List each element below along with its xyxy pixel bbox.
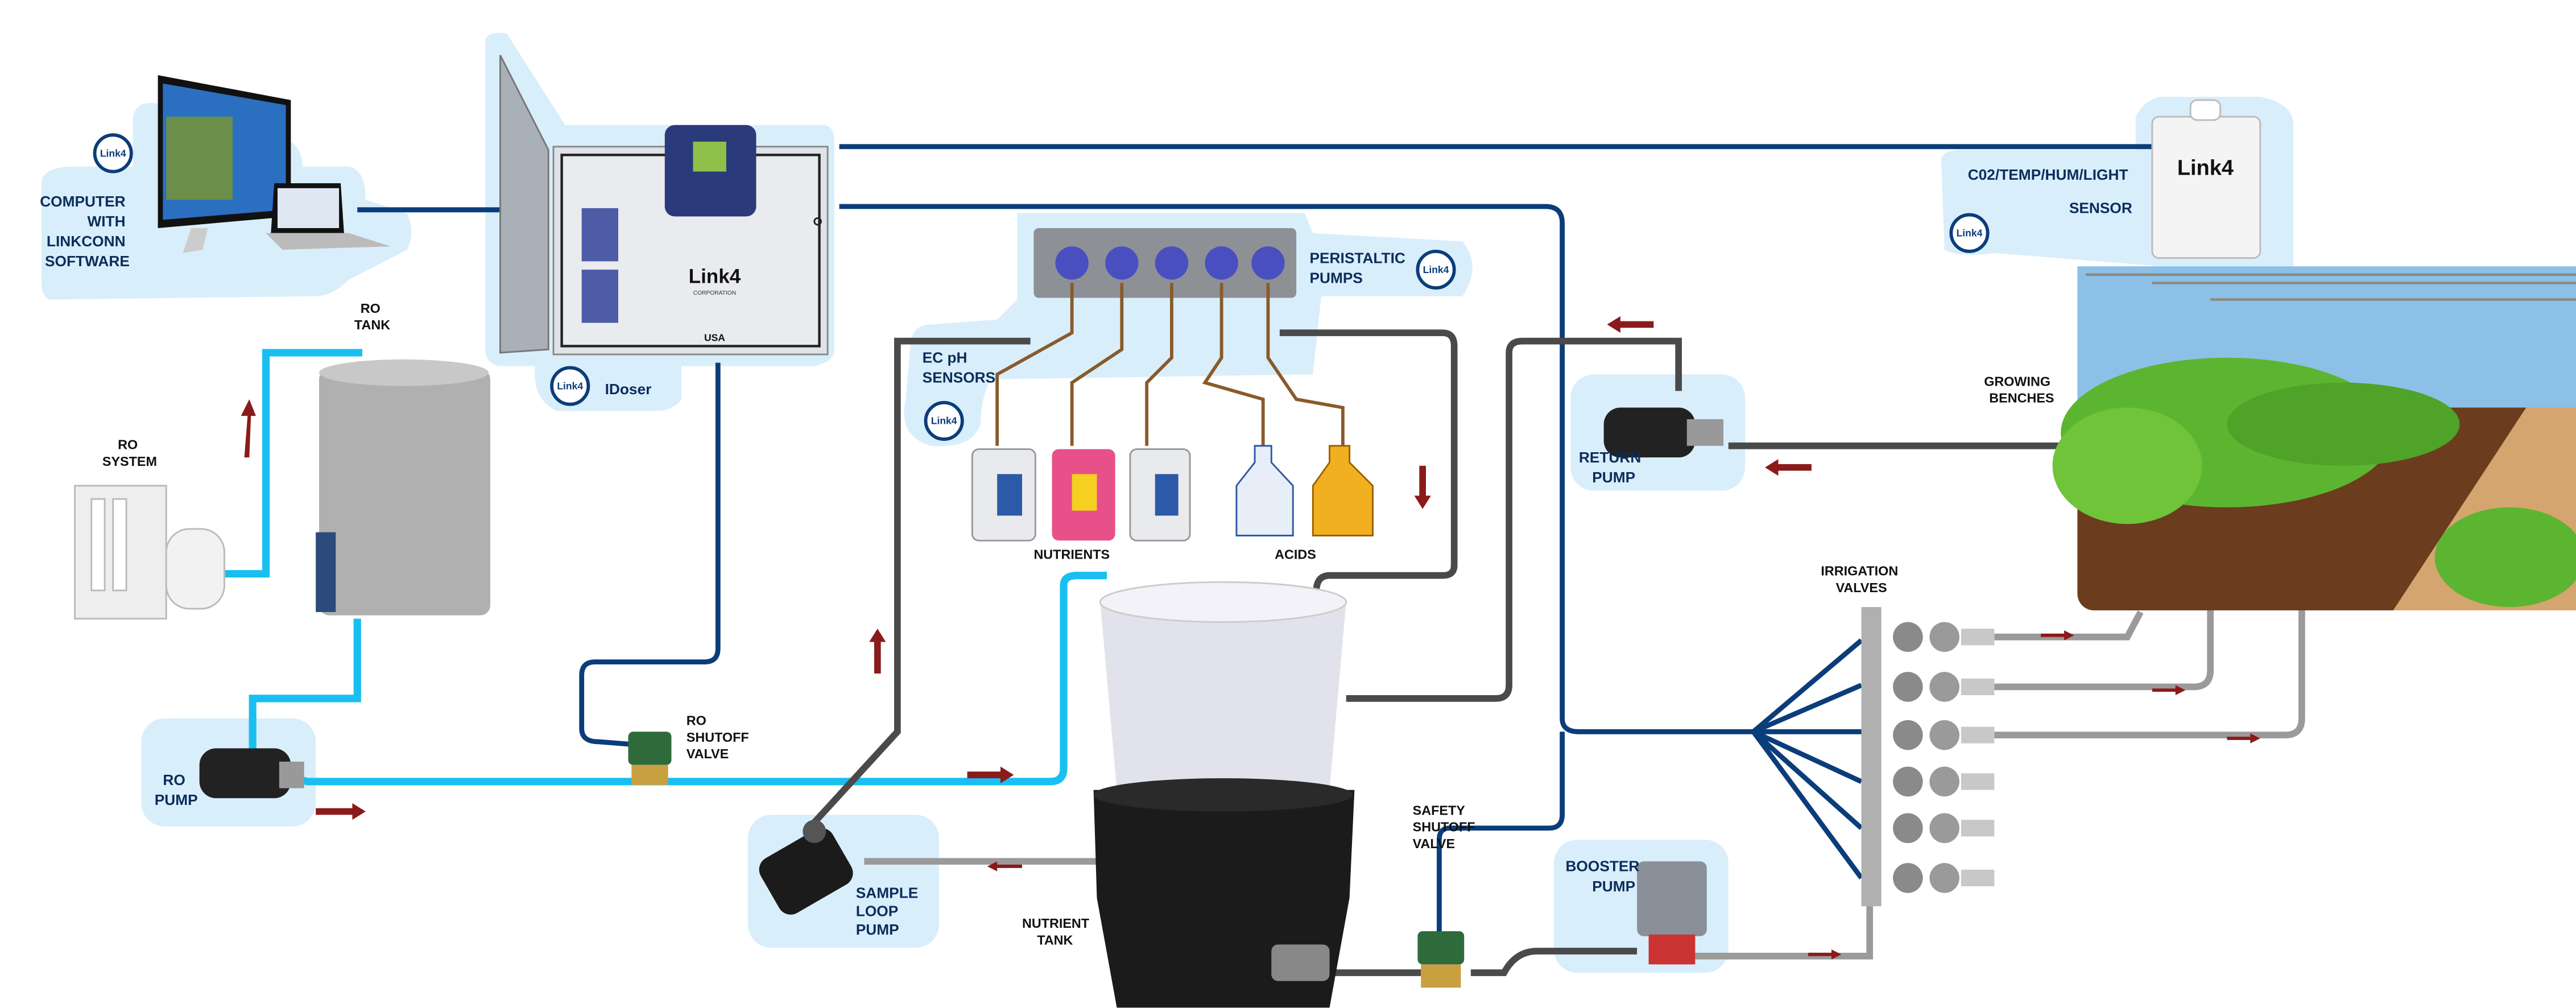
sample-loop-label: SAMPLE LOOP PUMP: [856, 884, 923, 937]
sensor-brand: Link4: [2177, 156, 2234, 180]
logo-text: Link4: [931, 415, 957, 427]
flow-arrow: [2152, 685, 2186, 696]
ro-pump-label: RO PUMP: [155, 771, 198, 808]
climate-sensor: Link4: [2151, 99, 2261, 259]
booster-pump: [1637, 861, 1707, 965]
ro-tank-label: RO TANK: [354, 301, 390, 332]
computer-label: COMPUTER WITH LINKCONN SOFTWARE: [40, 193, 130, 270]
nutrients-label: NUTRIENTS: [1033, 547, 1110, 561]
safety-shutoff-label: SAFETY SHUTOFF VALVE: [1413, 803, 1479, 850]
sensor-logo: [1949, 213, 1990, 253]
flow-arrow: [241, 399, 256, 458]
flow-arrow: [2227, 733, 2260, 743]
idoser-label: IDoser: [605, 381, 652, 398]
idoser-controller: Link4 CORPORATION USA: [499, 55, 829, 356]
flow-arrow: [987, 861, 1022, 871]
flow-arrow: [869, 629, 886, 674]
ro-shutoff-valve: [628, 732, 672, 785]
logo-text: Link4: [100, 147, 126, 159]
ecph-logo: [924, 400, 964, 441]
sample-loop-pump: [759, 820, 853, 915]
peristaltic-label: PERISTALTIC PUMPS: [1309, 249, 1409, 286]
nutrient-lines: [803, 329, 2078, 976]
peristaltic-pumps: [995, 228, 1345, 446]
computer-monitor: [158, 75, 391, 253]
logo-text: Link4: [1423, 264, 1449, 275]
ro-shutoff-label: RO SHUTOFF VALVE: [687, 713, 752, 761]
idoser-sub: CORPORATION: [693, 290, 736, 296]
flow-arrow: [1808, 949, 1842, 960]
ro-tank: [316, 359, 490, 615]
idoser-brand: Link4: [689, 265, 741, 287]
logo-text: Link4: [1957, 228, 1983, 239]
flow-arrows: [241, 316, 2260, 960]
ecph-label: EC pH SENSORS: [923, 349, 996, 386]
flow-arrow: [967, 766, 1014, 783]
safety-shutoff-valve: [1417, 931, 1465, 988]
irrigation-valves: [1861, 607, 1995, 907]
logo-text: Link4: [557, 380, 583, 391]
idoser-logo: [550, 366, 590, 406]
growing-benches-label: GROWING BENCHES: [1984, 374, 2054, 406]
nutrient-tank: [1093, 581, 1355, 1008]
chemical-containers: [971, 445, 1374, 542]
sensor-label: C02/TEMP/HUM/LIGHT SENSOR: [1968, 166, 2132, 216]
flow-arrow: [316, 803, 366, 820]
made-in-usa: USA: [704, 332, 725, 344]
ro-water-pipes: [224, 349, 1107, 786]
control-wiring: [357, 144, 2152, 931]
flow-arrow: [2041, 630, 2074, 641]
acid-bottle: [1312, 445, 1374, 536]
acids-label: ACIDS: [1275, 547, 1316, 561]
computer-logo: [93, 133, 133, 173]
greenhouse-growing-benches: [2052, 266, 2576, 611]
flow-arrow: [1607, 316, 1654, 333]
flow-arrow: [1765, 459, 1812, 476]
ro-pump: [199, 748, 304, 799]
booster-label: BOOSTER PUMP: [1565, 858, 1643, 895]
peristaltic-logo: [1416, 249, 1456, 290]
irrigation-valves-label: IRRIGATION VALVES: [1821, 564, 1901, 595]
return-pump: [1603, 407, 1724, 458]
ro-system-label: RO SYSTEM: [102, 437, 157, 469]
flow-arrow: [1414, 465, 1431, 509]
return-pump-label: RETURN PUMP: [1579, 449, 1645, 486]
irrigation-lines: [864, 607, 2305, 960]
acid-bottle: [1235, 445, 1294, 536]
ro-system: [74, 485, 225, 620]
nutrient-tank-label: NUTRIENT TANK: [1022, 916, 1093, 947]
